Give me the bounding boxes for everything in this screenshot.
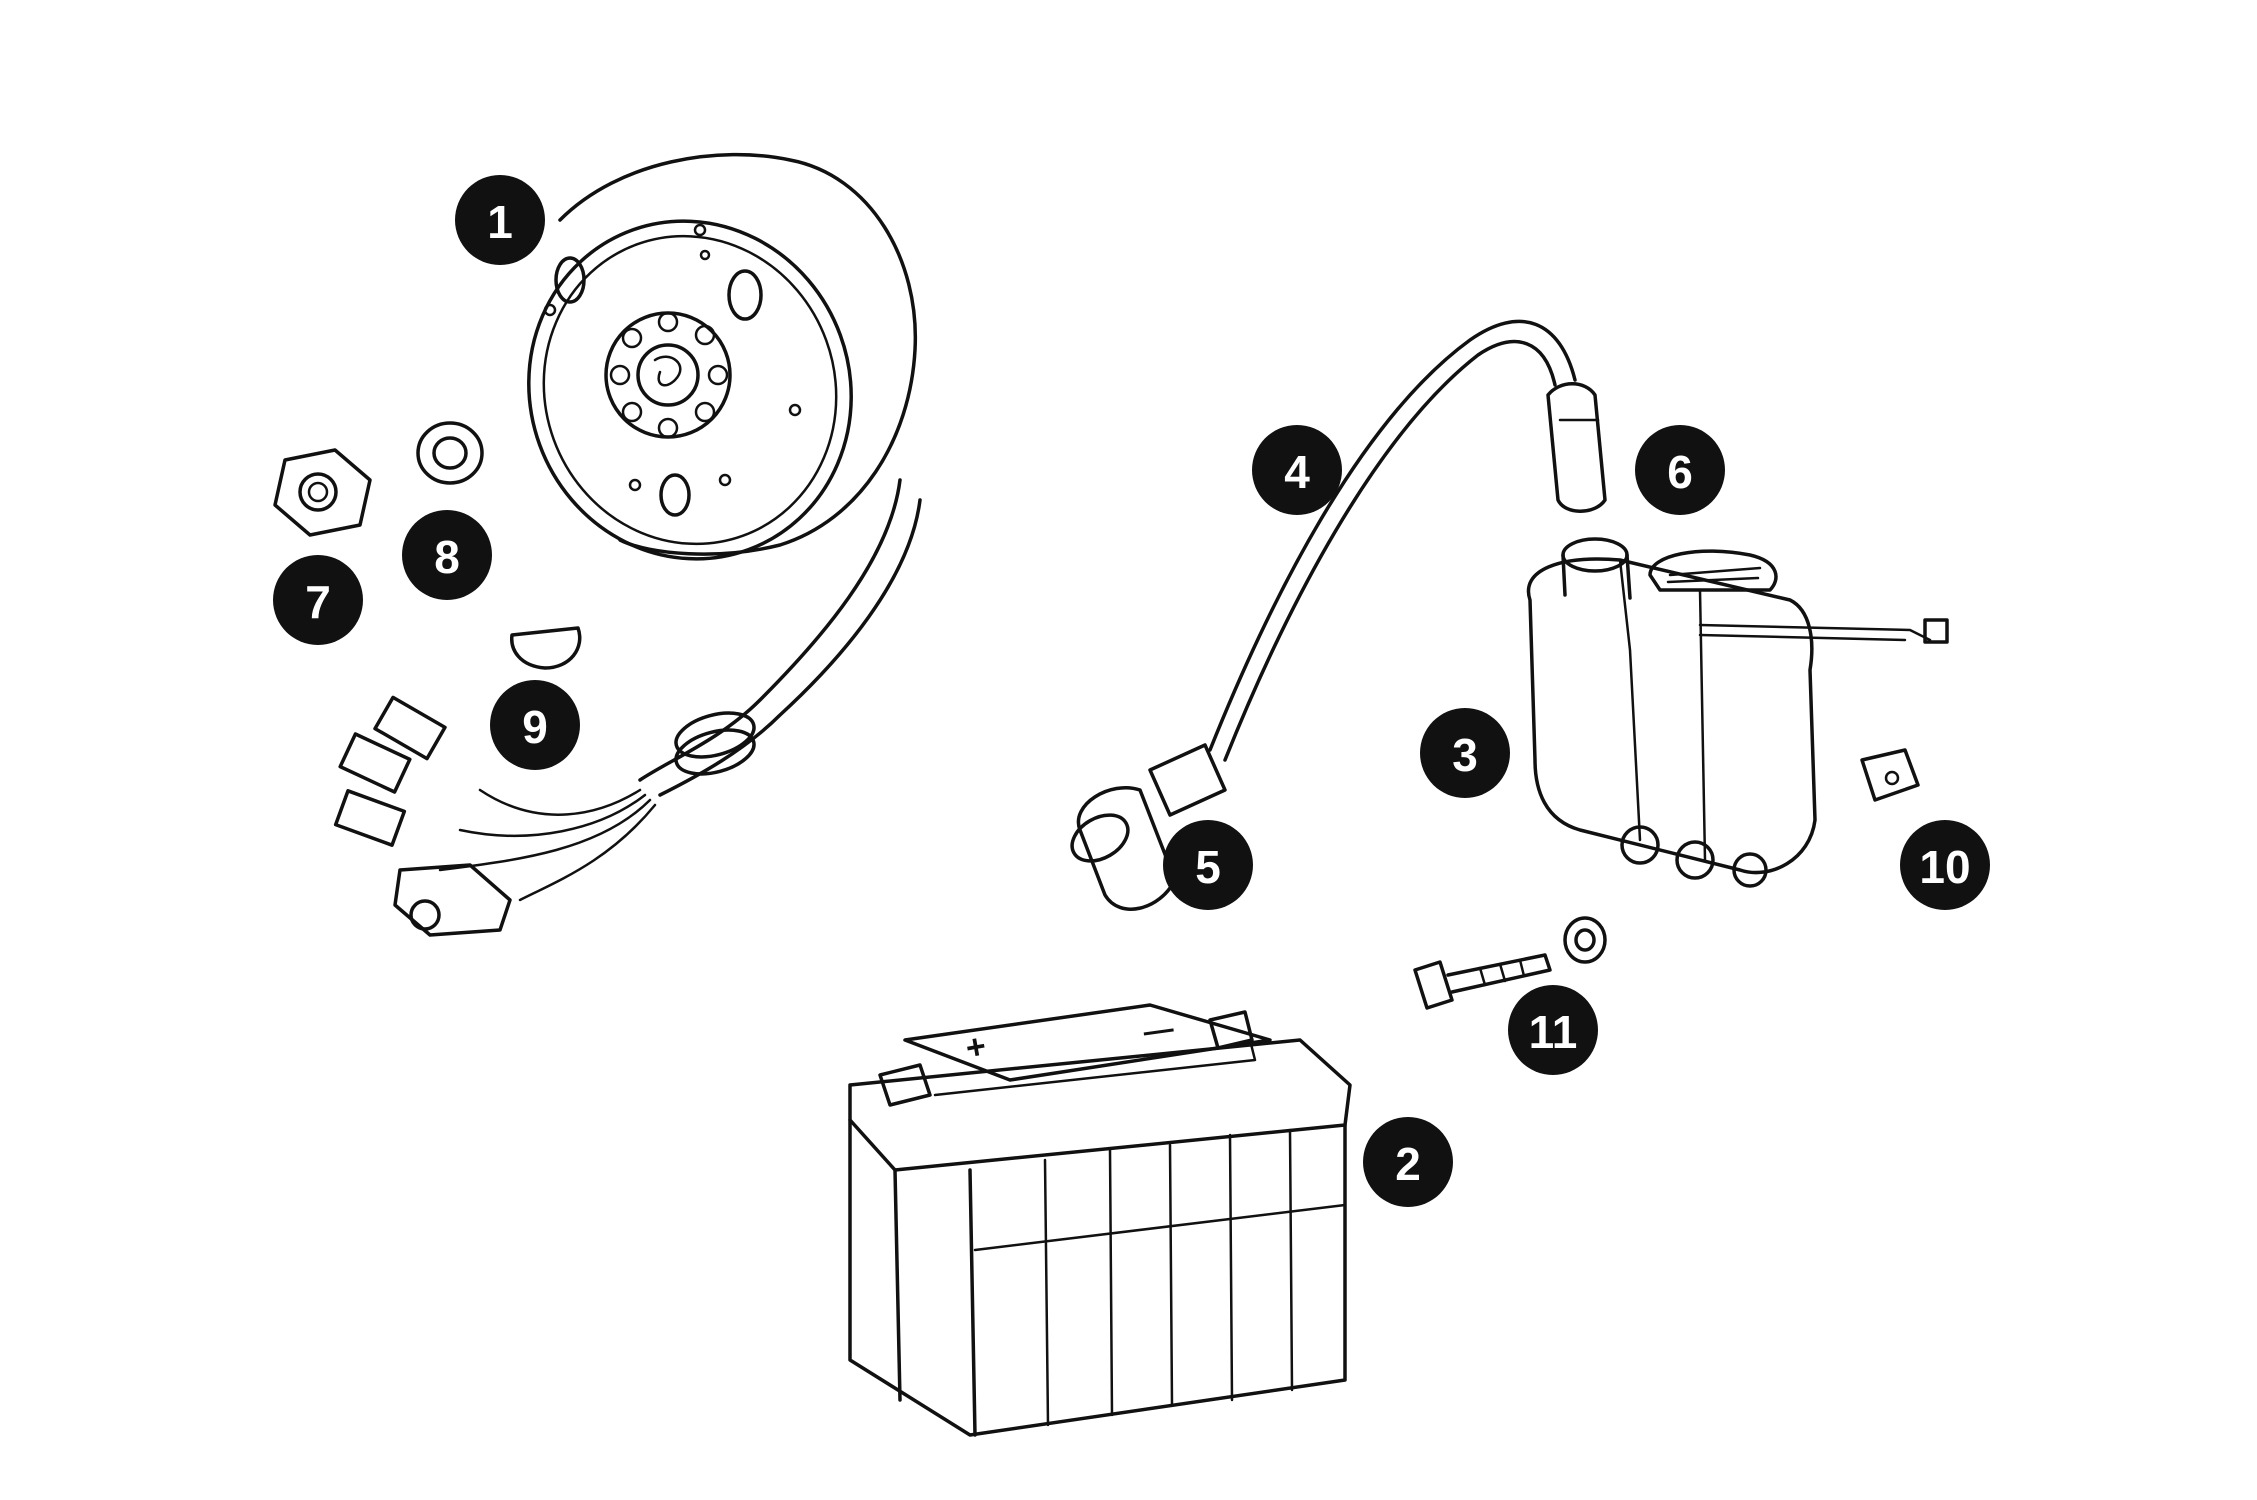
- nut: [273, 448, 372, 537]
- callout-2-label: 2: [1395, 1138, 1421, 1190]
- bolt-and-washer: [1413, 916, 1607, 1010]
- washer: [416, 421, 484, 485]
- callout-6-label: 6: [1667, 446, 1693, 498]
- clip-nut: [1860, 748, 1920, 802]
- callout-9-label: 9: [522, 701, 548, 753]
- battery-minus-mark: —: [1141, 1012, 1175, 1049]
- callout-10-label: 10: [1919, 841, 1970, 893]
- flywheel-alternator: [333, 152, 922, 937]
- callout-11: 11: [1508, 985, 1598, 1075]
- high-tension-lead: [1208, 319, 1577, 762]
- callout-9: 9: [490, 680, 580, 770]
- woodruff-key: [510, 626, 582, 670]
- callout-5: 5: [1163, 820, 1253, 910]
- callout-3-label: 3: [1452, 729, 1478, 781]
- ignition-coil: [1526, 537, 1949, 888]
- battery: [848, 1003, 1352, 1437]
- lead-connector: [1546, 382, 1607, 513]
- callout-8: 8: [402, 510, 492, 600]
- callout-5-label: 5: [1195, 841, 1221, 893]
- callout-8-label: 8: [434, 531, 460, 583]
- callout-6: 6: [1635, 425, 1725, 515]
- callout-7-label: 7: [305, 576, 331, 628]
- callout-11-label: 11: [1529, 1006, 1578, 1058]
- callout-2: 2: [1363, 1117, 1453, 1207]
- callout-7: 7: [273, 555, 363, 645]
- callout-10: 10: [1900, 820, 1990, 910]
- callout-3: 3: [1420, 708, 1510, 798]
- callout-1: 1: [455, 175, 545, 265]
- callout-4: 4: [1252, 425, 1342, 515]
- callout-1-label: 1: [487, 196, 513, 248]
- callout-4-label: 4: [1284, 446, 1310, 498]
